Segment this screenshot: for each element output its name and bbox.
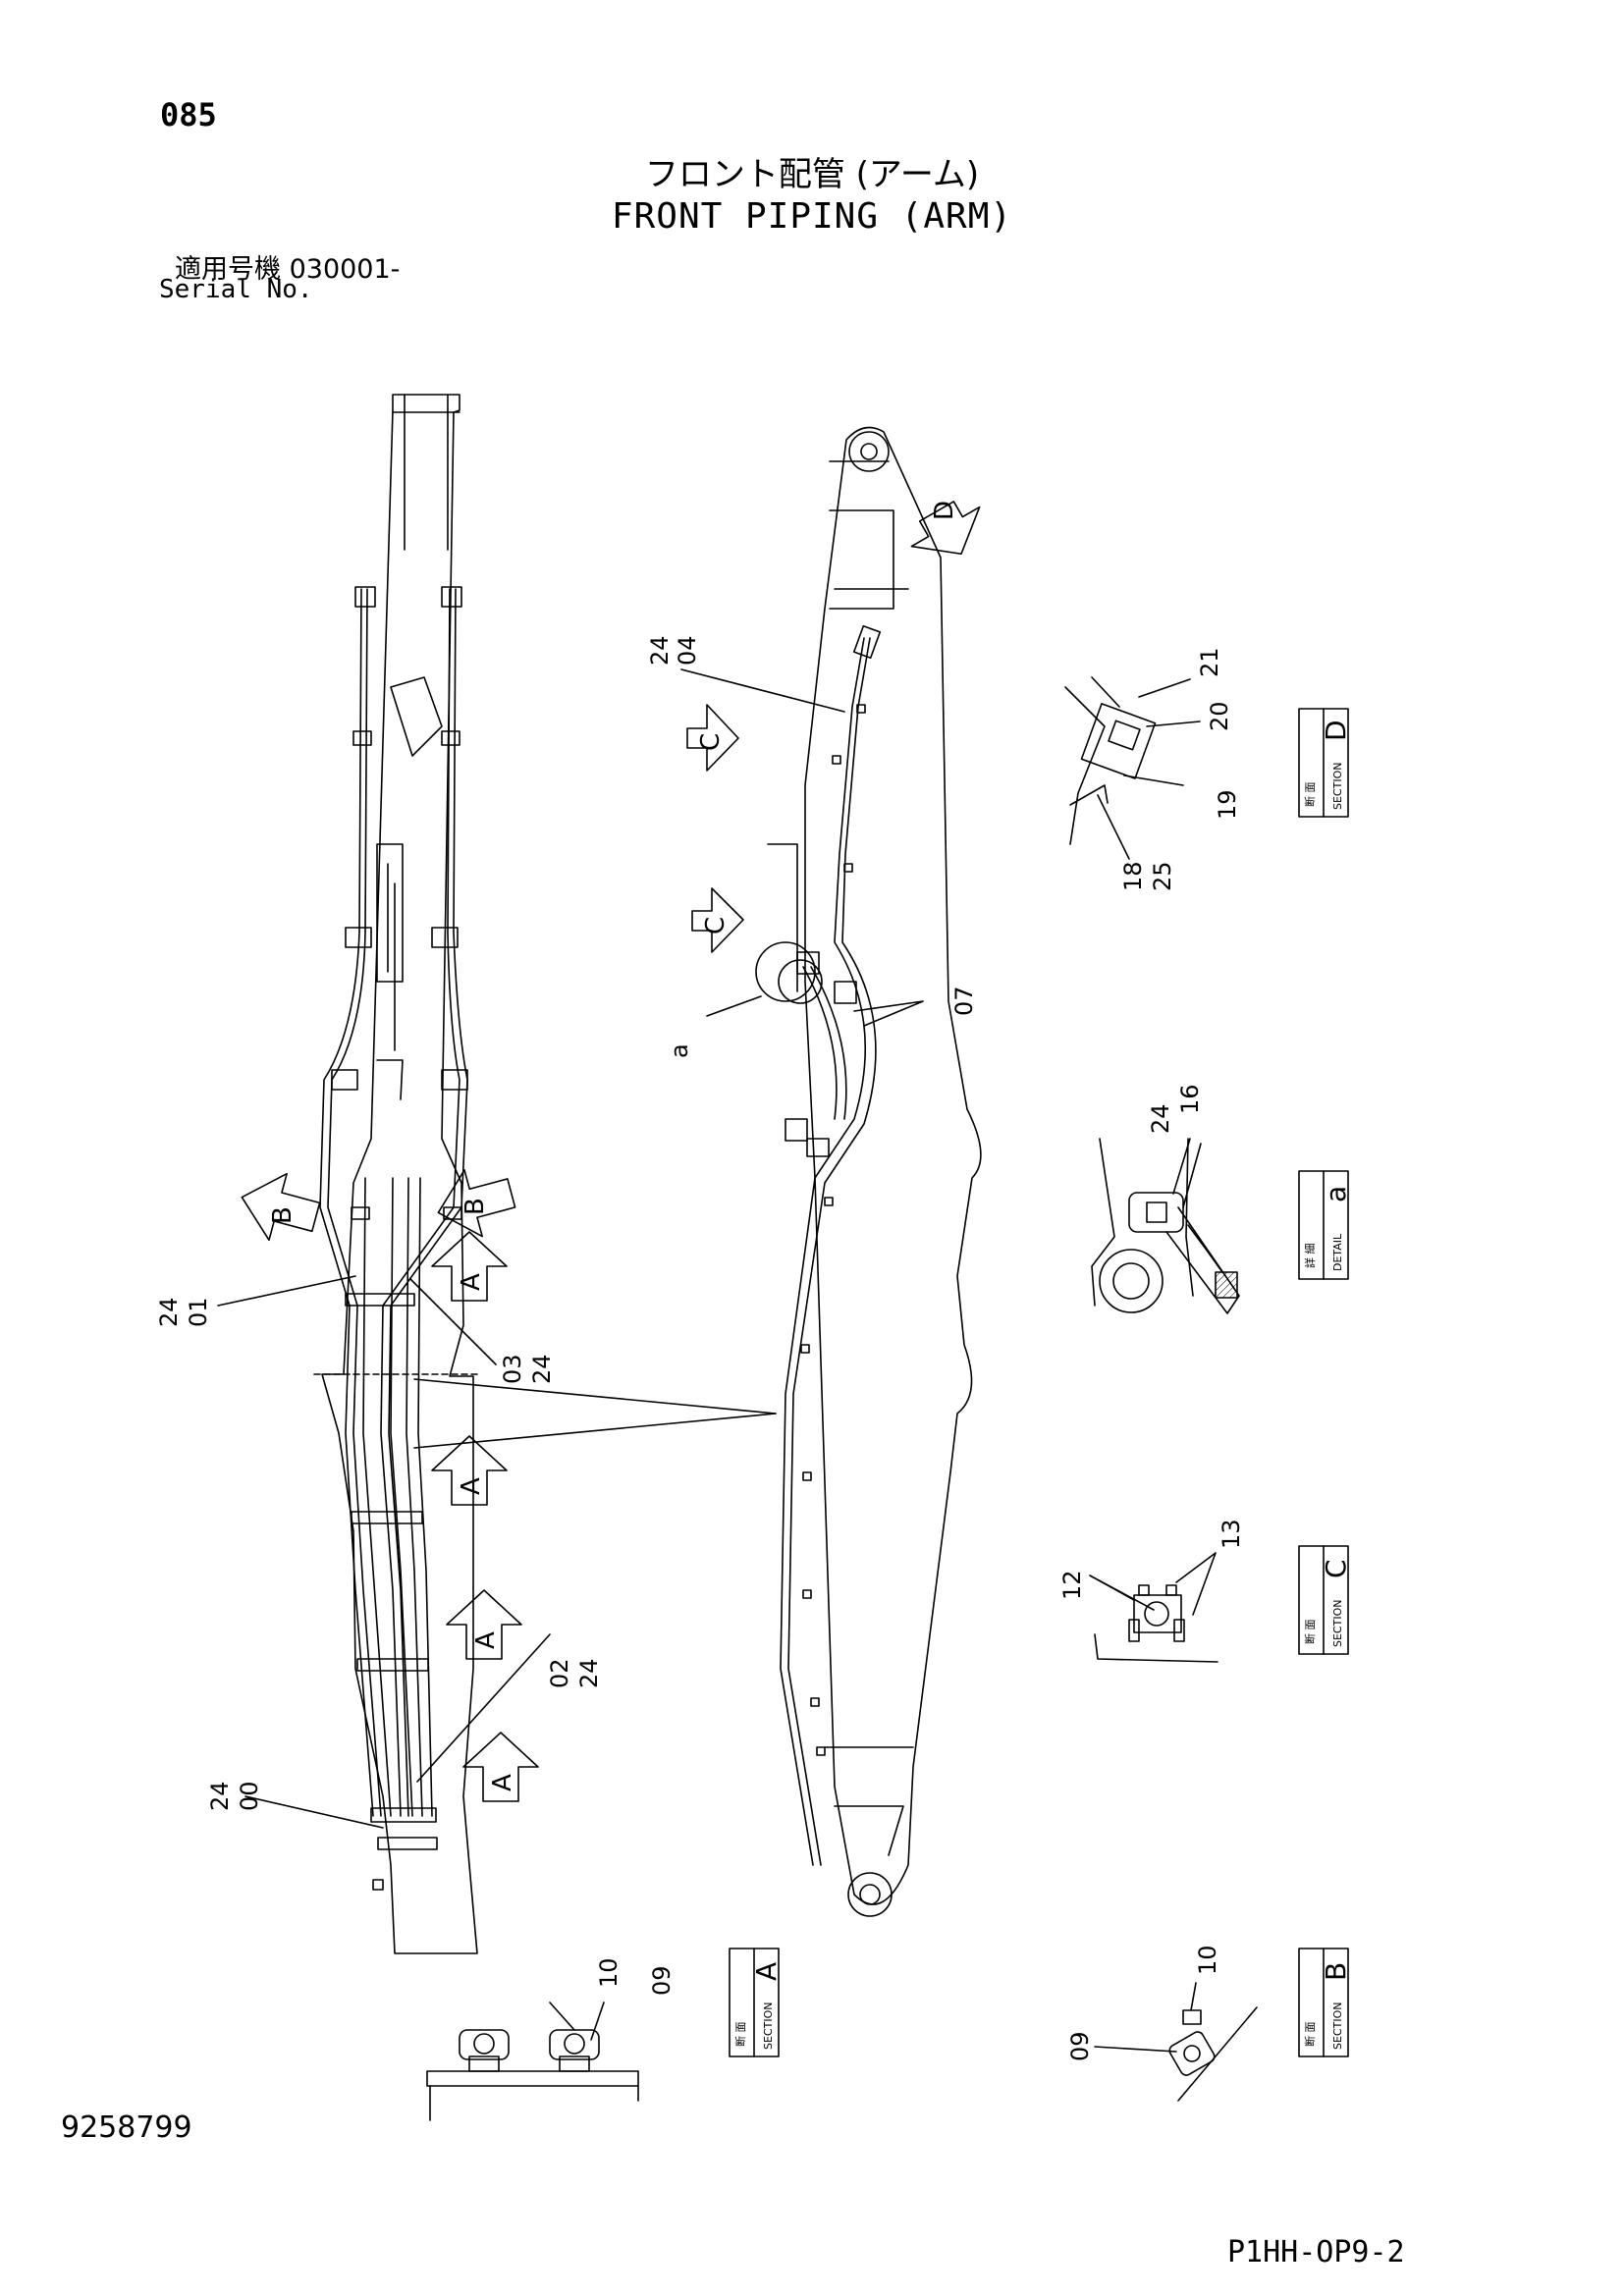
detail-a-callout-16: 16 <box>1176 1084 1204 1114</box>
section-b-drawing <box>1094 1982 1258 2102</box>
detail-a-en: DETAIL <box>1331 1233 1344 1271</box>
view-marker-c-upper: C <box>696 733 726 751</box>
callout-24-00-top: 24 <box>206 1781 234 1811</box>
section-d-en: SECTION <box>1331 763 1344 810</box>
section-b-en: SECTION <box>1331 2002 1344 2050</box>
serial-label-english: Serial No. <box>159 275 313 304</box>
callout-03-24-top: 03 <box>499 1354 526 1384</box>
detail-a-callout-24: 24 <box>1147 1103 1174 1134</box>
callout-24-04-bottom: 04 <box>674 635 701 666</box>
arm-top-view <box>313 394 482 1954</box>
section-c-en: SECTION <box>1331 1600 1344 1647</box>
callout-24-01-top: 24 <box>155 1297 183 1327</box>
section-a-drawing <box>426 2002 639 2121</box>
view-marker-c-lower: C <box>701 917 731 934</box>
section-a-callout-10: 10 <box>595 1957 623 1988</box>
section-b-callout-09: 09 <box>1066 2031 1094 2061</box>
view-marker-a-2: A <box>457 1477 486 1495</box>
view-marker-a-4: A <box>488 1774 517 1791</box>
view-marker-b-left: B <box>268 1206 298 1224</box>
section-d-letter: D <box>1320 720 1352 741</box>
section-d-jp: 断 面 <box>1303 782 1317 808</box>
detail-a-letter: a <box>1320 1186 1352 1202</box>
drawing-code: P1HH-OP9-2 <box>1227 2235 1405 2269</box>
callout-a: a <box>666 1043 693 1058</box>
section-b-callout-10: 10 <box>1194 1945 1221 1975</box>
callout-03-24-bottom: 24 <box>528 1354 556 1384</box>
section-d-callout-19: 19 <box>1214 789 1241 820</box>
section-a-callout-09: 09 <box>648 1965 676 1996</box>
section-d-callout-18: 18 <box>1119 861 1147 891</box>
view-marker-a-3: A <box>471 1631 501 1649</box>
callout-02-24-top: 02 <box>546 1658 573 1688</box>
page-title-japanese: フロント配管 (アーム) <box>644 155 980 194</box>
page-title-english: FRONT PIPING (ARM) <box>611 196 1013 237</box>
section-d-callout-21: 21 <box>1196 647 1223 677</box>
view-arrows <box>241 501 981 1802</box>
section-c-letter: C <box>1320 1559 1352 1578</box>
detail-a-drawing <box>1091 1138 1240 1314</box>
section-c-callout-12: 12 <box>1058 1570 1086 1600</box>
callout-24-00-bottom: 00 <box>236 1781 263 1811</box>
section-a-letter: A <box>750 1962 783 1981</box>
section-d-drawing <box>1064 676 1201 860</box>
callout-leaders <box>217 668 924 1829</box>
arm-side-view <box>413 426 982 1917</box>
detail-a-jp: 詳 細 <box>1303 1244 1317 1269</box>
callout-24-04-top: 24 <box>646 635 674 666</box>
section-d-callout-25: 25 <box>1149 861 1176 891</box>
callout-24-01-bottom: 01 <box>185 1297 212 1327</box>
bundle-clamps <box>345 1293 438 1891</box>
section-b-jp: 断 面 <box>1303 2022 1317 2048</box>
section-a-en: SECTION <box>762 2002 775 2050</box>
callout-02-24-bottom: 24 <box>575 1658 603 1688</box>
serial-label-japanese: 適用号機 030001- <box>175 254 401 285</box>
section-a-jp: 断 面 <box>733 2022 747 2048</box>
view-marker-b-right: B <box>460 1198 490 1215</box>
callout-07: 07 <box>950 986 978 1016</box>
document-number: 9258799 <box>61 2110 192 2145</box>
view-marker-d: D <box>930 501 959 520</box>
section-c-drawing <box>1089 1552 1218 1663</box>
section-b-letter: B <box>1320 1962 1352 1981</box>
section-d-callout-20: 20 <box>1206 701 1233 731</box>
view-marker-a-1: A <box>457 1273 486 1291</box>
section-c-jp: 断 面 <box>1303 1620 1317 1645</box>
section-c-callout-13: 13 <box>1218 1519 1245 1549</box>
page-number: 085 <box>160 96 217 133</box>
